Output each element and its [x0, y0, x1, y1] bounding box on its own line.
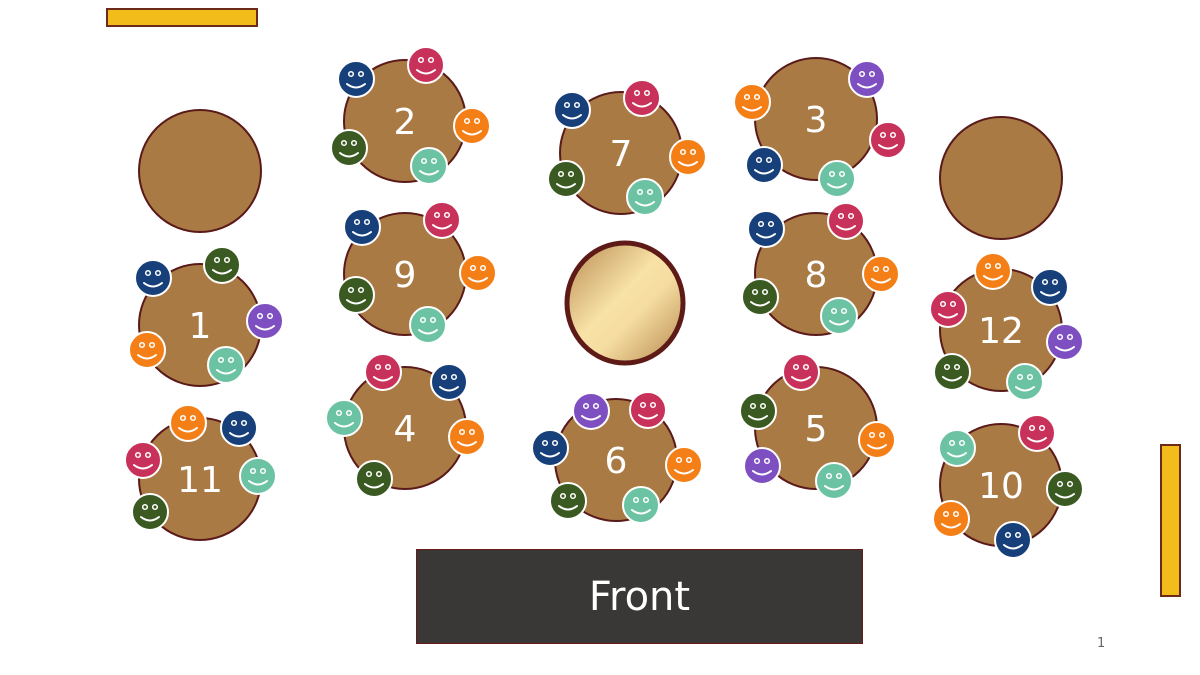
guest-smiley-icon — [1046, 470, 1084, 508]
guest-smiley-icon — [337, 276, 375, 314]
guest-smiley-icon — [827, 202, 865, 240]
table-empty-12 — [138, 109, 262, 233]
center-feature-table — [564, 240, 686, 366]
guest-smiley-icon — [741, 278, 779, 316]
guest-smiley-icon — [134, 259, 172, 297]
table-3: 3 — [733, 57, 907, 198]
table-12: 12 — [929, 252, 1084, 401]
guest-smiley-icon — [1006, 363, 1044, 401]
guest-smiley-icon — [622, 486, 660, 524]
page-number: 1 — [1097, 636, 1106, 651]
table-11: 11 — [124, 404, 277, 541]
guest-smiley-icon — [423, 201, 461, 239]
guest-smiley-icon — [782, 353, 820, 391]
guest-smiley-icon — [929, 290, 967, 328]
guest-smiley-icon — [743, 447, 781, 485]
guest-smiley-icon — [862, 255, 900, 293]
guest-smiley-icon — [933, 353, 971, 391]
guest-smiley-icon — [994, 521, 1032, 559]
guest-smiley-icon — [1046, 323, 1084, 361]
table-number: 8 — [805, 255, 828, 296]
guest-smiley-icon — [1031, 268, 1069, 306]
guest-smiley-icon — [733, 83, 771, 121]
guest-smiley-icon — [747, 210, 785, 248]
table-number: 4 — [394, 409, 417, 450]
table-number: 6 — [605, 441, 628, 482]
table-number: 3 — [805, 100, 828, 141]
guest-smiley-icon — [572, 392, 610, 430]
guest-smiley-icon — [848, 60, 886, 98]
guest-smiley-icon — [932, 500, 970, 538]
table-2: 2 — [330, 46, 491, 185]
top-left-yellow-bar — [106, 8, 258, 27]
table-number: 10 — [978, 466, 1024, 507]
table-10: 10 — [932, 414, 1084, 559]
guest-smiley-icon — [858, 421, 896, 459]
guest-smiley-icon — [203, 246, 241, 284]
guest-smiley-icon — [124, 441, 162, 479]
guest-smiley-icon — [820, 297, 858, 335]
table-9: 9 — [337, 201, 497, 344]
table-number: 12 — [978, 311, 1024, 352]
guest-smiley-icon — [815, 462, 853, 500]
guest-smiley-icon — [239, 457, 277, 495]
guest-smiley-icon — [745, 146, 783, 184]
guest-smiley-icon — [410, 147, 448, 185]
guest-smiley-icon — [869, 121, 907, 159]
front-label: Front — [588, 573, 691, 620]
table-number: 9 — [394, 255, 417, 296]
guest-smiley-icon — [553, 91, 591, 129]
guest-smiley-icon — [407, 46, 445, 84]
guest-smiley-icon — [938, 429, 976, 467]
guest-smiley-icon — [343, 208, 381, 246]
guest-smiley-icon — [626, 178, 664, 216]
guest-smiley-icon — [459, 254, 497, 292]
guest-smiley-icon — [453, 107, 491, 145]
guest-smiley-icon — [330, 129, 368, 167]
guest-smiley-icon — [448, 418, 486, 456]
table-7: 7 — [547, 79, 707, 216]
guest-smiley-icon — [131, 493, 169, 531]
guest-smiley-icon — [669, 138, 707, 176]
guest-smiley-icon — [818, 160, 856, 198]
table-empty-13 — [939, 116, 1063, 240]
front-stage: Front — [416, 549, 863, 644]
guest-smiley-icon — [355, 460, 393, 498]
table-6: 6 — [531, 391, 703, 524]
table-top — [939, 116, 1063, 240]
table-8: 8 — [741, 202, 900, 336]
guest-smiley-icon — [364, 353, 402, 391]
right-yellow-bar — [1160, 444, 1181, 597]
guest-smiley-icon — [430, 363, 468, 401]
guest-smiley-icon — [409, 306, 447, 344]
table-top — [138, 109, 262, 233]
guest-smiley-icon — [974, 252, 1012, 290]
guest-smiley-icon — [623, 79, 661, 117]
table-number: 7 — [610, 134, 633, 175]
guest-smiley-icon — [531, 429, 569, 467]
table-number: 5 — [805, 409, 828, 450]
guest-smiley-icon — [739, 392, 777, 430]
guest-smiley-icon — [1018, 414, 1056, 452]
table-4: 4 — [325, 353, 486, 498]
guest-smiley-icon — [629, 391, 667, 429]
guest-smiley-icon — [128, 331, 166, 369]
table-1: 1 — [128, 246, 284, 387]
guest-smiley-icon — [547, 160, 585, 198]
guest-smiley-icon — [665, 446, 703, 484]
table-number: 1 — [189, 306, 212, 347]
guest-smiley-icon — [207, 346, 245, 384]
guest-smiley-icon — [169, 404, 207, 442]
table-5: 5 — [739, 353, 896, 500]
guest-smiley-icon — [325, 399, 363, 437]
table-number: 2 — [394, 102, 417, 143]
guest-smiley-icon — [337, 60, 375, 98]
table-number: 11 — [177, 460, 223, 501]
guest-smiley-icon — [549, 482, 587, 520]
guest-smiley-icon — [246, 302, 284, 340]
guest-smiley-icon — [220, 409, 258, 447]
